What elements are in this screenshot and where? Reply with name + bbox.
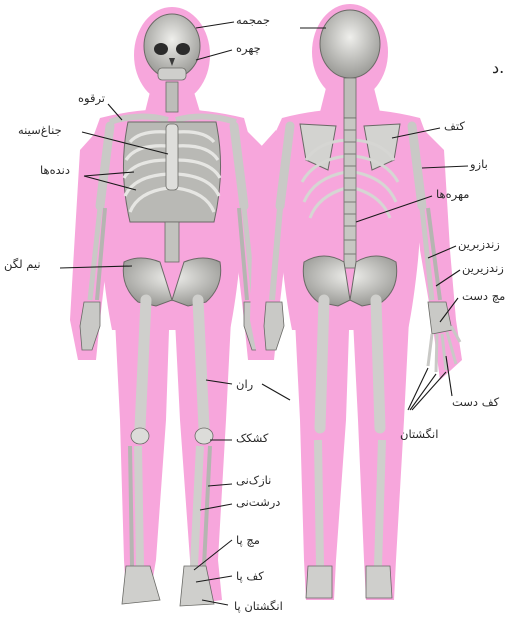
leader-femur-back [262,384,290,400]
back-skull [320,10,380,78]
back-femur-left [320,300,324,428]
back-figure [250,4,462,600]
back-foot-left [306,566,332,598]
back-hand-left [264,302,284,350]
label-ribs: دنده‌ها [40,164,70,177]
front-neck [166,82,178,112]
label-fingers: انگشتان [400,428,438,441]
label-femur: ران [236,378,253,391]
label-pelvis: نیم لگن [4,258,41,271]
label-tibia: درشت‌نی [236,496,280,509]
label-radius: زندزبرین [458,238,500,251]
front-kneecap-right [195,428,213,444]
label-vertebrae: مهره‌ها [436,188,469,201]
heading-fragment: د. [492,58,504,77]
back-femur-right [376,300,380,428]
label-palm: کف دست [452,396,499,409]
front-femur-left [140,300,146,428]
front-tibia-left [138,446,140,566]
label-shoulder-blade: کتف [444,120,465,133]
back-lower-leg-right [378,440,382,566]
label-sternum: جناغ‌سینه [18,124,62,137]
leader-skull [196,22,234,28]
front-ribcage [123,122,220,222]
front-foot-left [122,566,160,604]
front-lumbar-spine [165,222,179,262]
label-humerus: بازو [470,158,488,171]
back-neck [344,78,356,118]
label-collarbone: ترقوه [78,92,105,105]
back-foot-right [366,566,392,598]
label-face: چهره [236,42,261,55]
label-ankle: مچ پا [236,534,260,547]
front-kneecap-left [131,428,149,444]
back-lower-leg-left [318,440,320,566]
label-foot: کف پا [236,570,264,583]
label-skull: جمجمه [236,14,270,27]
front-femur-right [198,300,204,428]
front-sternum-bone [166,124,178,190]
label-ulna: زندزیرین [462,262,504,275]
label-toes: انگشتان پا [234,600,283,613]
label-wrist: مچ دست [462,290,505,303]
front-fibula-left [130,446,132,566]
back-vertebral-column [344,118,356,268]
label-kneecap: کشکک [236,432,268,445]
label-fibula: نازک‌نی [236,474,271,487]
